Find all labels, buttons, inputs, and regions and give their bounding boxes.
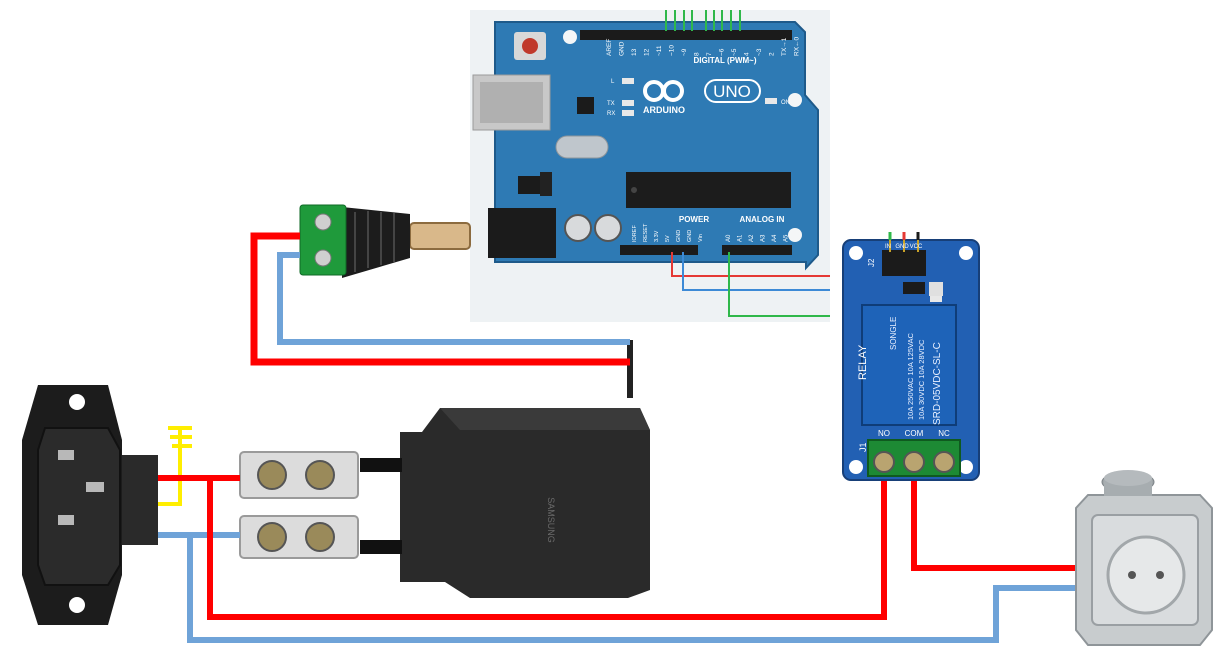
relay-brand: SONGLE	[889, 317, 898, 350]
power-pin-label: RESET	[643, 223, 649, 242]
digital-header	[580, 30, 792, 40]
analog-header	[722, 245, 792, 255]
analog-pin-label: A3	[761, 234, 767, 242]
led-tx-label: TX	[607, 101, 615, 107]
led-rx-label: RX	[607, 111, 615, 117]
dc-negative-wire	[277, 252, 630, 345]
analog-pin-label: A1	[738, 234, 744, 242]
digital-pin-label: RX←0	[794, 36, 801, 56]
arduino-uno-board: UNO ARDUINO DIGITAL (PWM~) POWER ANALOG …	[470, 10, 830, 322]
digital-pin-label: ~11	[656, 45, 663, 56]
iec-power-inlet	[22, 385, 158, 625]
digital-pin-label: ~3	[756, 48, 763, 56]
relay-ratings-2: 10A 30VDC 10A 28VDC	[917, 339, 926, 420]
led-l-label: L	[611, 79, 615, 85]
mains-wiring	[158, 232, 1088, 643]
relay-input-pin-label: VCC	[910, 244, 923, 250]
relay-ratings-1: 10A 250VAC 10A 125VAC	[906, 333, 915, 420]
gnd-wire	[682, 252, 830, 291]
digital-label: DIGITAL (PWM~)	[693, 56, 756, 65]
analog-pin-labels: A0 A1 A2 A3 A4 A5	[726, 234, 790, 242]
charger-label: SAMSUNG	[546, 497, 556, 543]
neutral-wire-socket	[187, 535, 1088, 643]
mount-hole	[788, 93, 802, 107]
relay-output-labels: NO COM NC	[878, 429, 950, 438]
relay-input-pin-label: IN	[885, 244, 891, 250]
power-label: POWER	[679, 215, 709, 224]
atmega-chip	[626, 172, 791, 208]
arduino-relay-wires	[671, 252, 830, 317]
digital-pin-label: GND	[619, 41, 626, 56]
digital-pin-label: 2	[769, 52, 776, 56]
model-text: UNO	[713, 82, 751, 101]
capacitor	[594, 214, 622, 242]
analog-pin-label: A5	[784, 234, 790, 242]
digital-pin-label: ~6	[719, 48, 726, 56]
analog-pin-label: A4	[772, 234, 778, 242]
earth-ground-icon	[158, 426, 192, 506]
power-pin-label: 3.3V	[654, 230, 660, 242]
relay-output-terminal-label: NO	[878, 429, 890, 438]
digital-pin-label: ~9	[681, 48, 688, 56]
digital-pin-labels: AREF GND 13 12 ~11 ~10 ~9 8 7 ~6 ~5 4 ~3 2 TX→1 RX←0	[606, 36, 801, 56]
power-pin-label: GND	[687, 230, 693, 242]
analog-pin-label: A0	[726, 234, 732, 242]
barrel-jack	[488, 208, 556, 258]
signal-wire	[728, 252, 830, 317]
relay-output-terminal-label: NC	[938, 429, 950, 438]
crystal	[555, 135, 609, 159]
power-pin-label: 5V	[665, 235, 671, 242]
analog-pin-label: A2	[749, 234, 755, 242]
digital-pin-label: AREF	[606, 39, 613, 56]
relay-output-terminal-label: COM	[905, 429, 924, 438]
relay-module: RELAY J2 J1 SONGLE 10A 250VAC 10A 125VAC…	[842, 232, 980, 481]
digital-pin-label: 12	[644, 48, 651, 56]
dc-positive-wire	[250, 232, 630, 366]
analog-label: ANALOG IN	[740, 215, 785, 224]
relay-coil	[861, 304, 957, 426]
screw-terminal	[299, 204, 347, 276]
on-label: ON	[781, 100, 790, 106]
relay-title: RELAY	[857, 344, 869, 380]
digital-pin-label: 8	[694, 52, 701, 56]
terminal-block-neutral	[239, 515, 359, 559]
relay-terminal-label: J1	[858, 442, 868, 452]
terminal-block-live	[239, 451, 359, 499]
relay-header-label: J2	[867, 258, 876, 267]
capacitor	[564, 214, 592, 242]
live-wire-relay	[207, 462, 887, 620]
digital-pin-label: TX→1	[781, 37, 788, 56]
switched-live-wire	[911, 462, 1088, 571]
power-pin-labels: IOREF RESET 3.3V 5V GND GND Vin	[632, 223, 704, 242]
digital-signal-wires	[665, 10, 741, 31]
mount-hole	[563, 30, 577, 44]
mount-hole	[788, 228, 802, 242]
relay-input-pin-label: GND	[895, 244, 909, 250]
relay-part-number: SRD-05VDC-SL-C	[932, 342, 943, 425]
brand-text: ARDUINO	[643, 105, 685, 115]
digital-pin-label: ~10	[669, 45, 676, 56]
digital-pin-label: 4	[744, 52, 751, 56]
vcc-wire	[671, 252, 830, 277]
power-pin-label: IOREF	[632, 225, 638, 242]
usb-charger: SAMSUNG	[360, 340, 650, 598]
digital-pin-label: ~5	[731, 48, 738, 56]
power-pin-label: GND	[676, 230, 682, 242]
arduino-logo-icon	[643, 80, 684, 102]
digital-pin-label: 13	[631, 48, 638, 56]
power-header	[620, 245, 698, 255]
waterproof-wall-socket	[1075, 470, 1213, 646]
dc-barrel-adapter	[299, 204, 471, 278]
digital-pin-label: 7	[706, 52, 713, 56]
power-pin-label: Vin	[698, 234, 704, 242]
